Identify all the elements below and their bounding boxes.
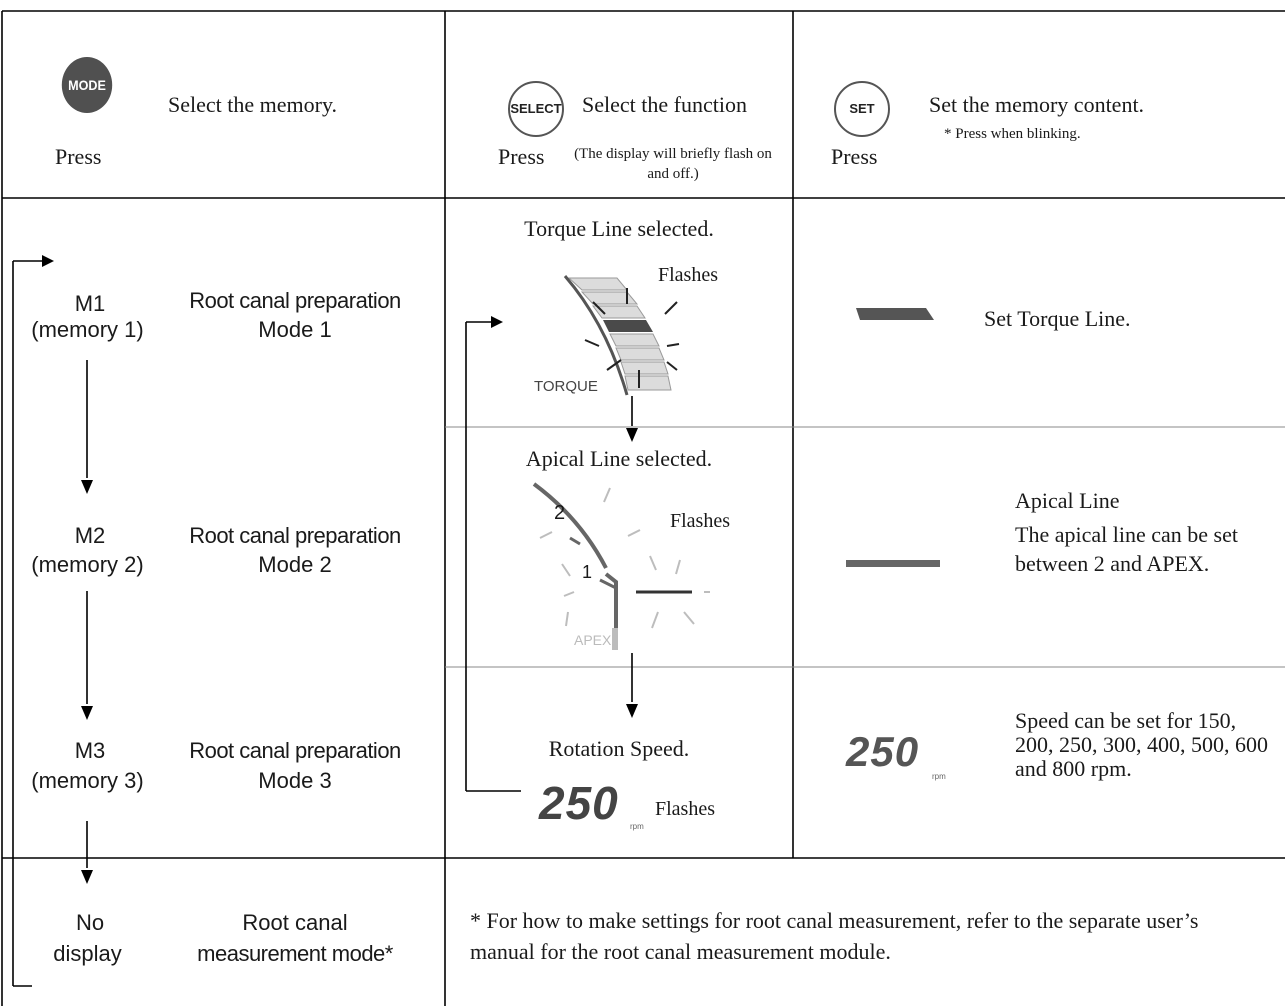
memory-label: No: [75, 910, 105, 935]
memory-sublabel: (memory 2): [31, 552, 144, 577]
memory-sublabel: display: [53, 941, 122, 966]
apical-flashes-label: Flashes: [670, 510, 730, 532]
speed-unit: rpm: [630, 822, 644, 831]
select-button-label: SELECT: [510, 101, 562, 116]
select-press-text: Press: [498, 144, 545, 169]
apical-title: Apical Line selected.: [525, 446, 713, 471]
memory-label: M3: [74, 738, 106, 763]
apical-bar-icon: [846, 560, 940, 567]
speed-title: Rotation Speed.: [548, 736, 690, 761]
mode-line-1: Root canal preparation: [189, 288, 401, 313]
mode-press-text: Press: [55, 144, 102, 169]
set-note: * Press when blinking.: [944, 126, 1081, 142]
mode-button-label: MODE: [68, 77, 106, 93]
memory-label: M2: [74, 523, 106, 548]
memory-cycle-arrows: [12, 255, 93, 987]
apical-mark-1: 1: [582, 562, 593, 582]
torque-title: Torque Line selected.: [524, 216, 714, 241]
mode-line-1: Root canal preparation: [189, 738, 401, 763]
set-description: Set the memory content.: [929, 92, 1145, 117]
speed-display-value: 250: [539, 777, 619, 829]
set-button-label: SET: [849, 101, 875, 116]
set-press-text: Press: [831, 144, 878, 169]
mode-line-2: Mode 3: [258, 768, 332, 793]
set-speed-display-value: 250: [846, 728, 920, 775]
memory-sublabel: (memory 3): [31, 768, 144, 793]
set-speed-display: 250: [846, 728, 919, 776]
mode-description: Select the memory.: [168, 92, 338, 117]
measurement-footnote: * For how to make settings for root cana…: [470, 908, 1199, 964]
select-note: (The display will briefly flash on and o…: [574, 146, 772, 182]
memory-sublabel: (memory 1): [31, 317, 144, 342]
memory-label: M1: [74, 291, 106, 316]
mode-line-2: measurement mode*: [197, 941, 393, 966]
speed-display: 250: [539, 776, 619, 830]
set-apical-text: The apical line can be set between 2 and…: [1015, 522, 1238, 576]
select-button[interactable]: SELECT: [508, 81, 564, 137]
torque-indicator-icon: [563, 275, 680, 396]
apical-mark-2: 2: [554, 502, 566, 524]
mode-line-2: Mode 1: [258, 317, 332, 342]
set-button[interactable]: SET: [834, 81, 890, 137]
set-torque-text: Set Torque Line.: [984, 306, 1131, 331]
mode-line-1: Root canal preparation: [189, 523, 401, 548]
torque-bar-icon: [856, 308, 934, 320]
set-apical-title: Apical Line: [1015, 488, 1120, 513]
apical-indicator-icon: [532, 482, 710, 650]
torque-flashes-label: Flashes: [658, 264, 718, 286]
torque-label: TORQUE: [534, 378, 598, 395]
mode-line-1: Root canal: [242, 910, 348, 935]
set-speed-unit: rpm: [932, 772, 946, 781]
mode-button[interactable]: MODE: [61, 57, 113, 113]
function-cycle-arrows: [465, 316, 638, 792]
select-description: Select the function: [582, 92, 747, 117]
apex-label: APEX: [574, 632, 612, 648]
set-speed-text: Speed can be set for 150, 200, 250, 300,…: [1015, 708, 1268, 781]
speed-flashes-label: Flashes: [655, 798, 715, 820]
mode-line-2: Mode 2: [258, 552, 332, 577]
